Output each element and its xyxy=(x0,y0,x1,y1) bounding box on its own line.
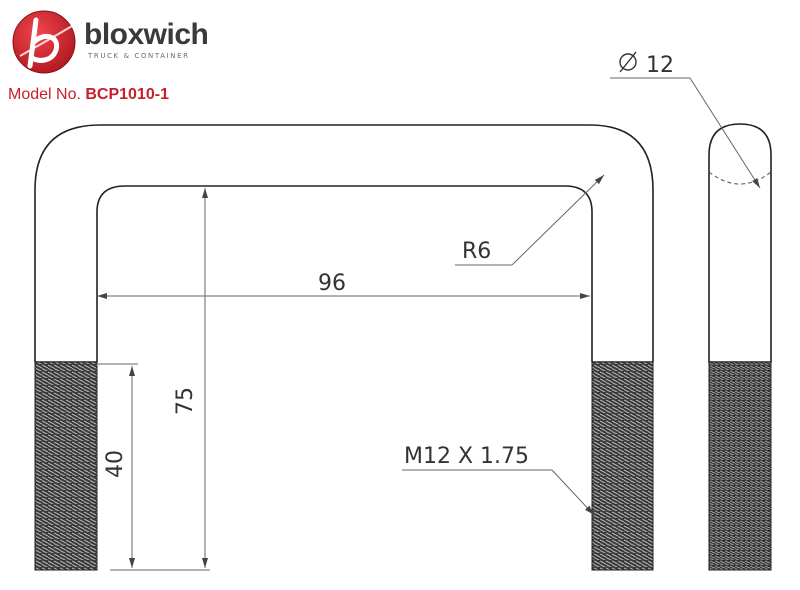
thread-length-dimension xyxy=(98,363,138,568)
model-number: BCP1010-1 xyxy=(85,86,169,103)
left-thread xyxy=(34,361,98,571)
brand-tagline: TRUCK & CONTAINER xyxy=(88,52,190,60)
height-value: 75 xyxy=(173,387,198,415)
width-value: 96 xyxy=(318,271,346,296)
radius-value: R6 xyxy=(462,239,491,264)
bloxwich-b-logo-icon xyxy=(12,10,76,74)
thread-length-value: 40 xyxy=(103,450,128,478)
model-label: Model No. xyxy=(8,86,81,103)
side-view xyxy=(708,123,772,571)
diameter-dimension xyxy=(610,51,761,189)
right-thread xyxy=(591,361,654,571)
radius-dimension xyxy=(455,174,605,266)
model-line: Model No. BCP1010-1 xyxy=(8,86,169,104)
diameter-value: 12 xyxy=(646,53,674,78)
thread-spec-dimension xyxy=(402,469,595,516)
height-dimension xyxy=(110,188,210,571)
u-bolt-outline xyxy=(34,124,654,363)
thread-spec-value: M12 X 1.75 xyxy=(404,444,529,469)
brand-name: bloxwich xyxy=(84,18,209,51)
